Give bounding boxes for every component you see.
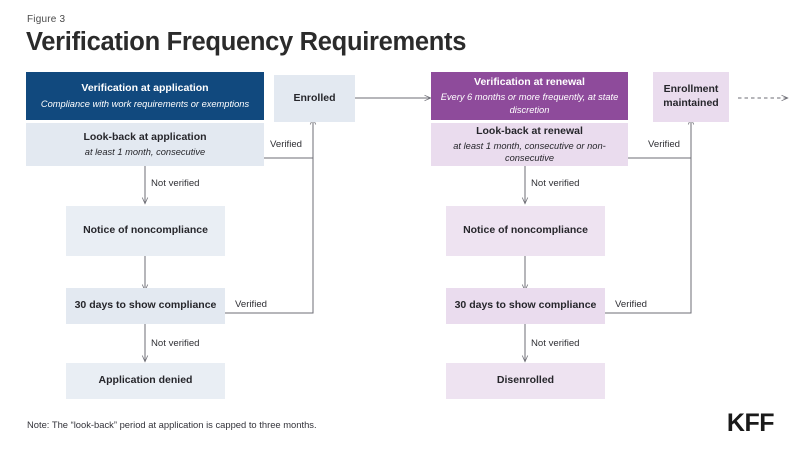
edge-label-renewal-not-verified-1: Not verified [529,178,582,189]
application-denied-label: Application denied [98,374,193,387]
renewal-30-days-box: 30 days to show compliance [446,288,605,324]
verification-at-application-title: Verification at application [81,82,209,95]
application-notice-label: Notice of noncompliance [83,224,208,237]
edge-label-renewal-verified-top: Verified [646,139,682,150]
verification-at-application-header: Verification at application Compliance w… [26,72,264,120]
look-back-at-renewal-box: Look-back at renewal at least 1 month, c… [431,123,628,166]
application-notice-of-noncompliance-box: Notice of noncompliance [66,206,225,256]
verification-at-renewal-subtitle: Every 6 months or more frequently, at st… [440,92,619,115]
disenrolled-label: Disenrolled [496,374,555,387]
application-30-days-label: 30 days to show compliance [74,299,217,312]
look-back-at-application-subtitle: at least 1 month, consecutive [84,147,206,158]
figure-number-label: Figure 3 [27,14,66,25]
page-title: Verification Frequency Requirements [26,28,467,56]
application-denied-box: Application denied [66,363,225,399]
edge-label-application-verified-top: Verified [268,139,304,150]
renewal-notice-of-noncompliance-box: Notice of noncompliance [446,206,605,256]
disenrolled-box: Disenrolled [446,363,605,399]
renewal-notice-label: Notice of noncompliance [463,224,588,237]
enrolled-label: Enrolled [293,91,336,104]
enrollment-maintained-label: Enrollment maintained [663,83,719,109]
edge-label-application-verified-bottom: Verified [233,299,269,310]
look-back-at-renewal-subtitle: at least 1 month, consecutive or non-con… [453,140,606,164]
application-30-days-box: 30 days to show compliance [66,288,225,324]
renewal-30-days-label: 30 days to show compliance [454,299,597,312]
edge-label-renewal-verified-bottom: Verified [613,299,649,310]
verification-at-application-subtitle: Compliance with work requirements or exe… [40,98,250,109]
look-back-at-renewal-title: Look-back at renewal [476,124,583,137]
edge-label-application-not-verified-1: Not verified [149,178,202,189]
verification-at-renewal-header: Verification at renewal Every 6 months o… [431,72,628,120]
footnote: Note: The “look-back” period at applicat… [27,419,317,430]
verification-at-renewal-title: Verification at renewal [474,76,585,89]
look-back-at-application-box: Look-back at application at least 1 mont… [26,123,264,166]
edge-label-application-not-verified-2: Not verified [149,338,202,349]
enrollment-maintained-box: Enrollment maintained [653,72,729,122]
edge-label-renewal-not-verified-2: Not verified [529,338,582,349]
enrolled-box: Enrolled [274,75,355,122]
look-back-at-application-title: Look-back at application [83,130,207,143]
kff-logo: KFF [726,409,775,437]
